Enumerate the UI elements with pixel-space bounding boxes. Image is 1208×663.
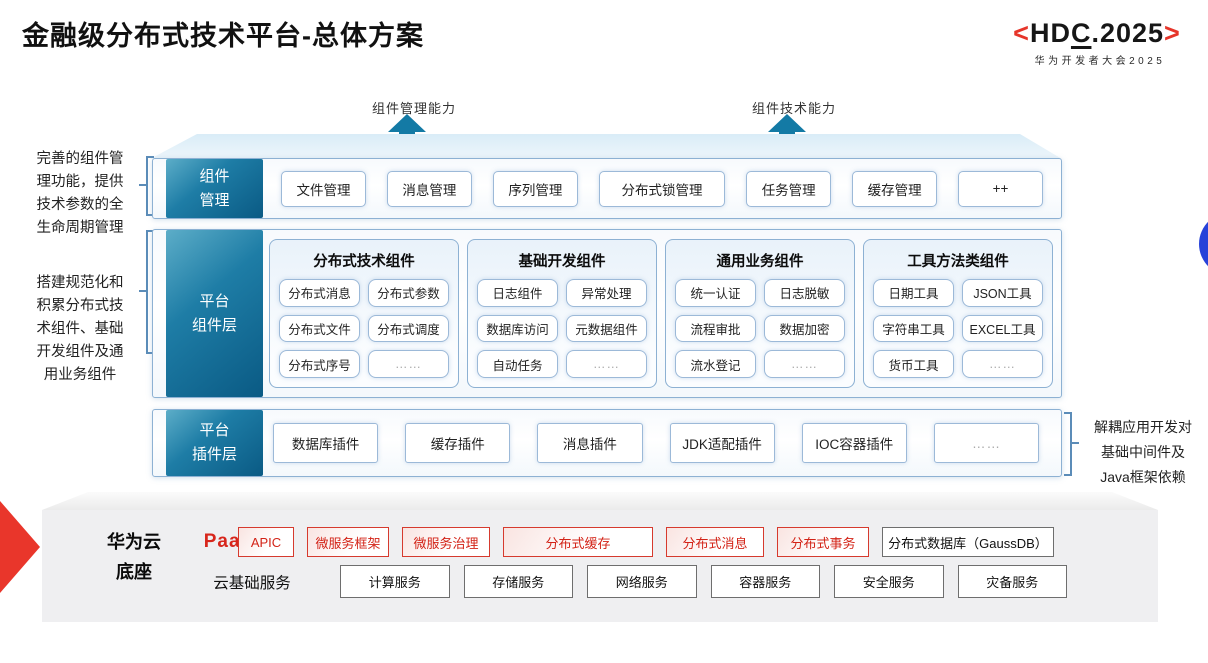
group-header: 通用业务组件 [716,254,804,270]
note-platform-components: 搭建规范化和 积累分布式技 术组件、基础 开发组件及通 用业务组件 [36,275,124,383]
group-header: 分布式技术组件 [313,254,415,270]
group-header: 基础开发组件 [518,254,606,270]
component-box: 字符串工具 [873,314,954,343]
group-header: 工具方法类组件 [907,254,1009,270]
red-arrow-icon [0,501,40,593]
brace-left-platform-components [146,230,154,354]
component-box: ++ [958,170,1044,207]
page-title: 金融级分布式技术平台-总体方案 [22,21,424,51]
layer-platform-components-panel: 平台 组件层 分布式技术组件 分布式消息 分布式参数 分布式文件 分布式调度 分… [152,229,1062,398]
component-box: 数据库访问 [477,314,558,343]
component-box: 统一认证 [675,279,756,307]
paas-box: 分布式事务 [777,527,869,557]
cloud-service-box: 存储服务 [463,565,573,598]
paas-box: 分布式缓存 [503,527,653,557]
component-box-more: …… [566,350,647,378]
cloud-service-box: 灾备服务 [957,565,1067,598]
component-box: 分布式调度 [368,314,449,343]
paas-services-row: APIC 微服务框架 微服务治理 分布式缓存 分布式消息 分布式事务 分布式数据… [238,527,1054,557]
component-mgmt-items: 文件管理 消息管理 序列管理 分布式锁管理 任务管理 缓存管理 ++ [281,159,1044,218]
component-box: 序列管理 [492,170,578,207]
component-box: 货币工具 [873,350,954,378]
component-box: 流程审批 [675,314,756,343]
layer-label-component-mgmt: 组件 管理 [166,159,263,218]
brace-tick [139,290,146,292]
brace-tick [139,184,146,186]
component-box: 数据加密 [764,314,845,343]
paas-box: APIC [238,527,294,557]
cloud-services-label: 云基础服务 [213,575,291,592]
note-plugin-layer: 解耦应用开发对 基础中间件及 Java框架依赖 [1094,419,1192,485]
plugin-box: IOC容器插件 [801,423,907,463]
component-box-more: …… [962,350,1043,378]
plugin-box-more: …… [933,423,1040,463]
component-box: 分布式文件 [279,314,360,343]
gaussdb-box: 分布式数据库（GaussDB） [882,527,1054,557]
logo-name: HD [1029,18,1071,48]
layer-component-mgmt-panel: 组件 管理 文件管理 消息管理 序列管理 分布式锁管理 任务管理 缓存管理 ++ [152,158,1062,219]
component-box: 元数据组件 [566,314,647,343]
plugin-items: 数据库插件 缓存插件 消息插件 JDK适配插件 IOC容器插件 …… [273,410,1040,476]
brace-tick [1072,442,1079,444]
group-distributed-tech: 分布式技术组件 分布式消息 分布式参数 分布式文件 分布式调度 分布式序号 …… [269,239,459,388]
capability-label-tech: 组件技术能力 [751,101,836,116]
component-box: 分布式序号 [279,350,360,378]
brace-left-component-mgmt [146,156,154,216]
component-box: 分布式消息 [279,279,360,307]
decor-circle [1199,211,1208,277]
logo-subtitle: 华为开发者大会2025 [1034,56,1166,67]
component-groups: 分布式技术组件 分布式消息 分布式参数 分布式文件 分布式调度 分布式序号 ……… [269,239,1053,388]
group-grid: 分布式消息 分布式参数 分布式文件 分布式调度 分布式序号 …… [279,279,449,378]
capability-label-mgmt: 组件管理能力 [371,101,456,116]
component-box: 日期工具 [873,279,954,307]
logo-bracket-right: > [1164,18,1181,48]
component-box: 流水登记 [675,350,756,378]
cloud-service-box: 计算服务 [340,565,450,598]
paas-box: 分布式消息 [666,527,764,557]
component-box: 任务管理 [746,170,832,207]
cloud-services-row: 计算服务 存储服务 网络服务 容器服务 安全服务 灾备服务 [340,565,1067,598]
component-box: 日志脱敏 [764,279,845,307]
paas-box: 微服务框架 [307,527,389,557]
cloud-service-box: 安全服务 [834,565,944,598]
component-box-more: …… [764,350,845,378]
component-box: 文件管理 [281,170,366,207]
plugin-box: 数据库插件 [273,423,379,463]
logo-bracket-left: < [1013,18,1030,48]
brace-right-plugins [1064,412,1072,476]
component-box: 分布式参数 [368,279,449,307]
paas-box: 微服务治理 [402,527,490,557]
hdc-logo: <HDC.2025> 华为开发者大会2025 [990,18,1204,67]
component-box: 缓存管理 [852,170,938,207]
component-box: JSON工具 [962,279,1043,307]
layer-label-platform-plugins: 平台 插件层 [166,410,263,476]
logo-name-underlined-c: C [1070,18,1092,48]
cloud-service-box: 网络服务 [587,565,697,598]
group-common-business: 通用业务组件 统一认证 日志脱敏 流程审批 数据加密 流水登记 …… [665,239,855,388]
cloud-service-box: 容器服务 [710,565,820,598]
component-box: 分布式锁管理 [598,170,726,207]
component-box-more: …… [368,350,449,378]
plugin-box: 缓存插件 [405,423,511,463]
logo-year: .2025 [1091,18,1165,48]
component-box: EXCEL工具 [962,314,1043,343]
component-box: 自动任务 [477,350,558,378]
component-box: 日志组件 [477,279,558,307]
component-box: 消息管理 [386,170,472,207]
group-grid: 统一认证 日志脱敏 流程审批 数据加密 流水登记 …… [675,279,845,378]
layer-label-platform-components: 平台 组件层 [166,230,263,397]
component-box: 异常处理 [566,279,647,307]
huawei-cloud-base-label: 华为云 底座 [107,532,161,582]
group-grid: 日志组件 异常处理 数据库访问 元数据组件 自动任务 …… [477,279,647,378]
plugin-box: 消息插件 [537,423,643,463]
platform-top-face [150,134,1062,159]
group-tool-methods: 工具方法类组件 日期工具 JSON工具 字符串工具 EXCEL工具 货币工具 …… [863,239,1053,388]
group-basic-dev: 基础开发组件 日志组件 异常处理 数据库访问 元数据组件 自动任务 …… [467,239,657,388]
layer-platform-plugins-panel: 平台 插件层 数据库插件 缓存插件 消息插件 JDK适配插件 IOC容器插件 …… [152,409,1062,477]
plugin-box: JDK适配插件 [669,423,775,463]
note-component-mgmt: 完善的组件管 理功能，提供 技术参数的全 生命周期管理 [36,151,124,236]
foundation-top-face [42,492,1158,510]
hdc-logo-text: <HDC.2025> [990,18,1204,49]
group-grid: 日期工具 JSON工具 字符串工具 EXCEL工具 货币工具 …… [873,279,1043,378]
